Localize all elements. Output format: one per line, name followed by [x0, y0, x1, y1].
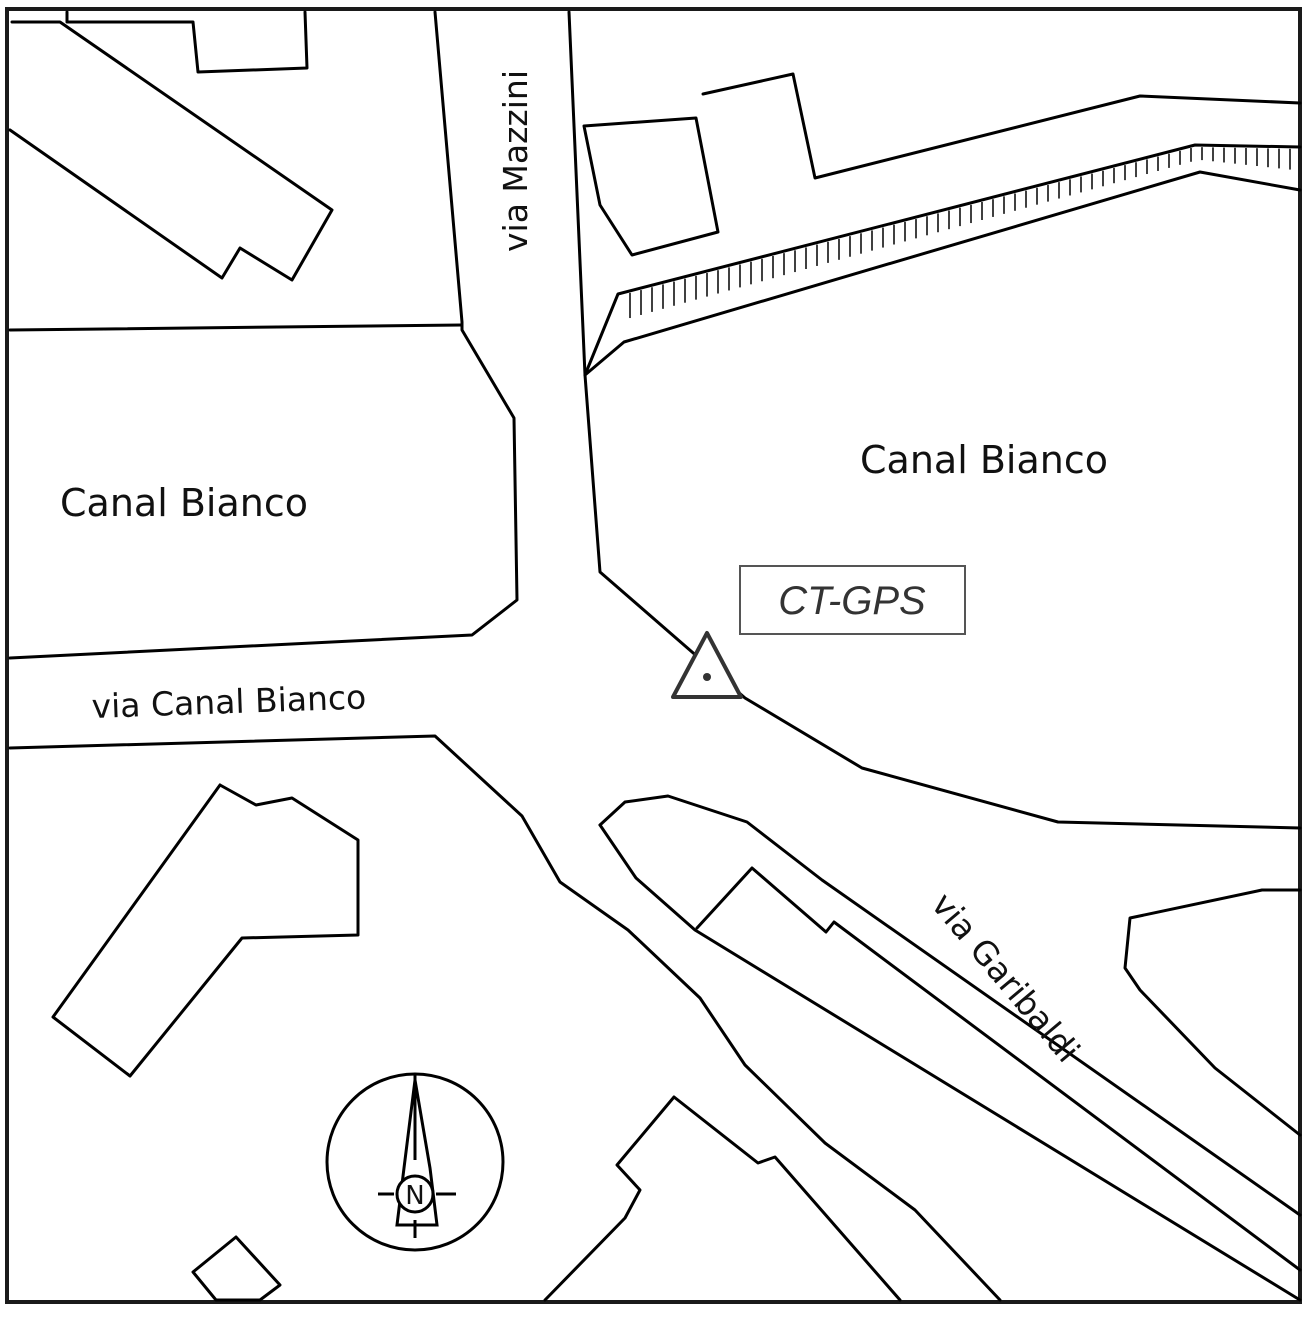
via-mazzini-west-edge [8, 10, 519, 660]
canal-bianco-left-label: Canal Bianco [60, 481, 308, 525]
building-east [1123, 888, 1302, 1137]
embankment-upper-edge [583, 143, 1302, 377]
building-bottom-left [51, 783, 360, 1078]
map-frame [5, 7, 1302, 1304]
via-garibaldi-south-edge [598, 823, 1302, 1302]
building-garibaldi-strip [695, 866, 1302, 1272]
embankment-lower-edge [583, 170, 1302, 377]
via-canal-bianco-label: via Canal Bianco [91, 677, 367, 726]
via-garibaldi-north-edge [598, 794, 1302, 1217]
building-top-left [65, 10, 309, 74]
block-boundary [8, 323, 464, 332]
via-mazzini-label: via Mazzini [496, 70, 535, 252]
via-mazzini-east-edge [567, 10, 1302, 830]
station-label: CT-GPS [778, 579, 926, 623]
compass-letter: N [405, 1181, 424, 1211]
triangle-station-icon[interactable] [671, 631, 743, 699]
canal-bianco-right-label: Canal Bianco [860, 438, 1108, 482]
via-garibaldi-label: via Garibaldi [924, 885, 1088, 1070]
north-arrow-icon: N [325, 1072, 505, 1252]
building-top-middle [582, 116, 720, 257]
embankment-hatching [629, 147, 1291, 319]
building-diagonal-top-left [8, 20, 334, 282]
station-label-box: CT-GPS [739, 565, 966, 635]
via-canal-bianco-south-edge [8, 734, 1002, 1302]
building-small-bottom [191, 1235, 282, 1302]
building-top-right [701, 72, 1302, 180]
building-bottom-middle [543, 1095, 902, 1302]
